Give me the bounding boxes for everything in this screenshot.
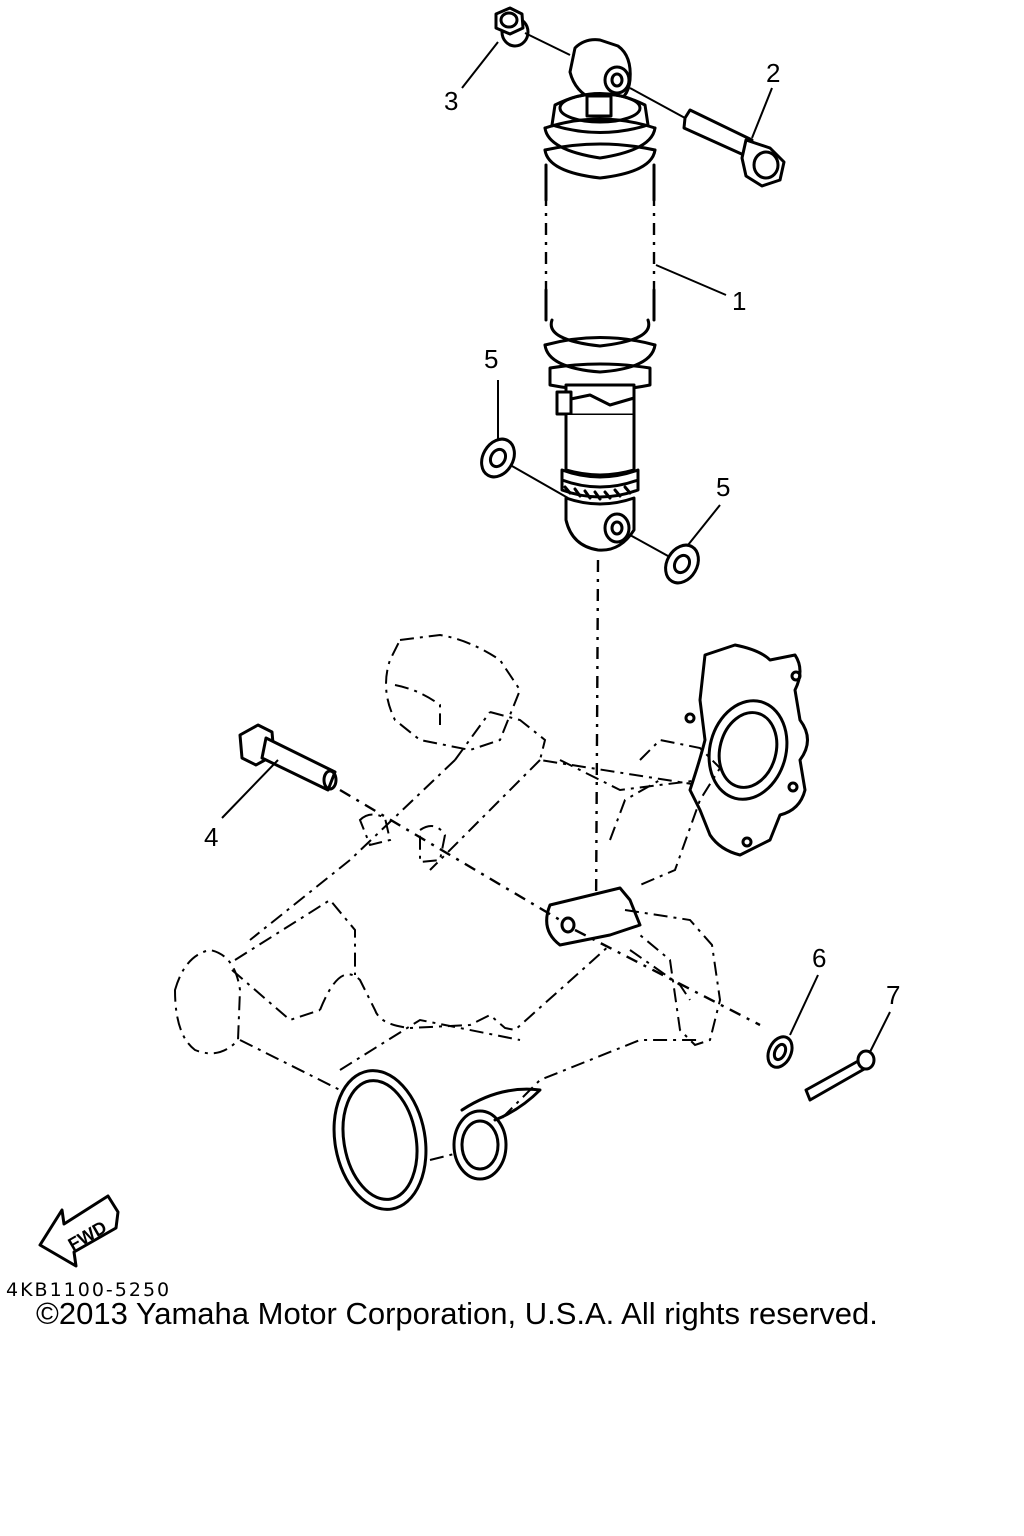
- fwd-arrow-icon: FWD: [38, 1194, 120, 1268]
- callout-leaders: [221, 41, 891, 1053]
- rear-shock-absorber: [543, 38, 657, 552]
- copyright-notice: ©2013 Yamaha Motor Corporation, U.S.A. A…: [36, 1296, 878, 1331]
- callout-6: 6: [812, 943, 826, 973]
- callout-5-upper: 5: [484, 344, 498, 374]
- washer-lower: [664, 543, 700, 585]
- callout-4: 4: [204, 822, 218, 852]
- washer-6: [766, 1035, 794, 1069]
- callout-7: 7: [886, 980, 900, 1010]
- diagram-code: 4KB1100-5250: [6, 1279, 172, 1301]
- swingarm: [173, 633, 809, 1211]
- callout-5-lower: 5: [716, 472, 730, 502]
- callout-3: 3: [444, 86, 458, 116]
- callout-2: 2: [766, 58, 780, 88]
- callout-1: 1: [732, 286, 746, 316]
- cotter-pin: [804, 1049, 876, 1102]
- pivot-bolt: [238, 723, 338, 792]
- flange-nut: [494, 6, 530, 48]
- washer-upper: [480, 437, 516, 479]
- shock-bolt: [629, 87, 786, 188]
